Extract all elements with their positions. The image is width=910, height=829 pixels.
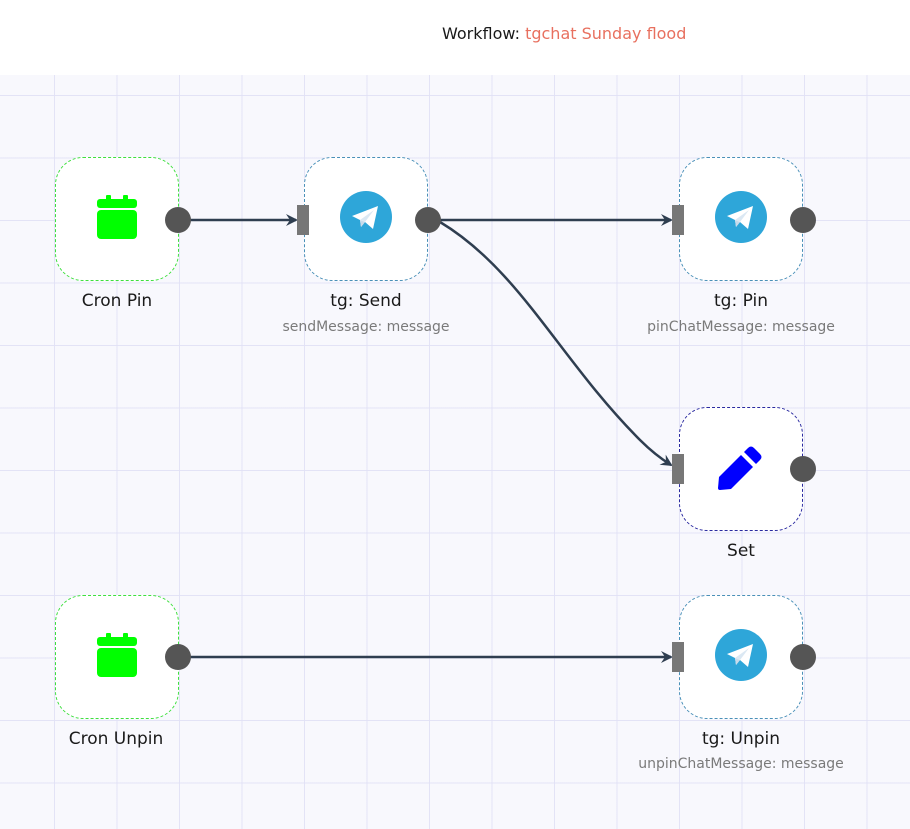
workflow-name[interactable]: tgchat Sunday flood [525, 24, 687, 43]
calendar-icon [97, 195, 137, 243]
output-port-set[interactable] [790, 456, 816, 482]
node-tg-unpin[interactable] [679, 595, 803, 719]
node-tg-pin[interactable] [679, 157, 803, 281]
node-subtitle-tg-send: sendMessage: message [282, 319, 450, 335]
node-subtitle-tg-pin: pinChatMessage: message [647, 319, 835, 335]
output-port-tg-unpin[interactable] [790, 644, 816, 670]
workflow-title: Workflow: tgchat Sunday flood [442, 24, 686, 43]
node-set[interactable] [679, 407, 803, 531]
workflow-title-prefix: Workflow: [442, 24, 520, 43]
telegram-icon [715, 629, 767, 685]
node-label-cron-pin: Cron Pin [81, 291, 153, 311]
input-port-tg-send[interactable] [297, 205, 309, 235]
input-port-tg-unpin[interactable] [672, 642, 684, 672]
node-label-cron-unpin: Cron Unpin [68, 729, 164, 749]
output-port-cron-pin[interactable] [165, 207, 191, 233]
input-port-tg-pin[interactable] [672, 205, 684, 235]
node-label-tg-pin: tg: Pin [714, 291, 768, 311]
output-port-tg-pin[interactable] [790, 207, 816, 233]
node-label-tg-send: tg: Send [330, 291, 402, 311]
input-port-set[interactable] [672, 454, 684, 484]
telegram-icon [340, 191, 392, 247]
node-cron-pin[interactable] [55, 157, 179, 281]
node-tg-send[interactable] [304, 157, 428, 281]
calendar-icon [97, 633, 137, 681]
workflow-header: Workflow: tgchat Sunday flood [0, 0, 910, 75]
node-label-set: Set [727, 541, 755, 561]
node-cron-unpin[interactable] [55, 595, 179, 719]
output-port-cron-unpin[interactable] [165, 644, 191, 670]
pencil-icon [718, 444, 764, 494]
telegram-icon [715, 191, 767, 247]
output-port-tg-send[interactable] [415, 207, 441, 233]
node-subtitle-tg-unpin: unpinChatMessage: message [638, 756, 844, 772]
node-label-tg-unpin: tg: Unpin [701, 729, 781, 749]
